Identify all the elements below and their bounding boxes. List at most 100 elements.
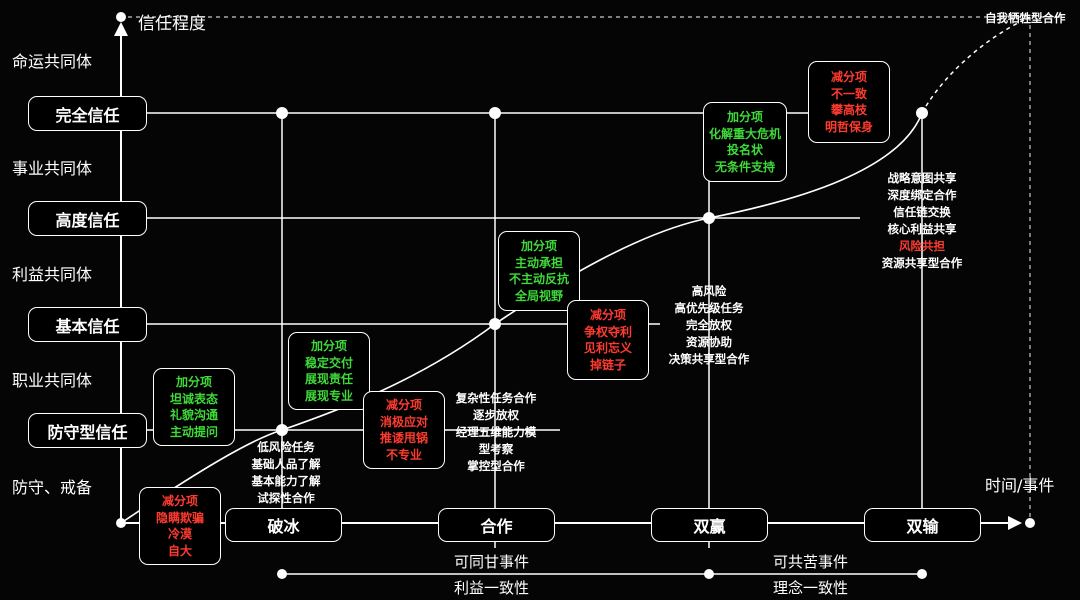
box-line: 化解重大危机	[708, 126, 781, 141]
bottom-label: 可同甘事件	[454, 553, 530, 571]
node	[489, 318, 501, 330]
box-line: 减分项	[589, 308, 626, 322]
community-label: 职业共同体	[12, 371, 93, 390]
desc-line: 决策共享型合作	[668, 352, 750, 366]
box-line: 不一致	[830, 86, 867, 101]
plus-box-delivery: 加分项 稳定交付 展现责任 展现专业	[288, 332, 370, 410]
box-line: 攀高枝	[830, 103, 867, 117]
y-axis-title: 信任程度	[138, 14, 206, 34]
plus-box-crisis: 加分项 化解重大危机 投名状 无条件支持	[703, 102, 787, 182]
desc-line: 核心利益共享	[887, 222, 957, 236]
stage-desc-strategic: 战略意图共享 深度绑定合作 信任链交换 核心利益共享 风险共担 资源共享型合作	[868, 170, 976, 272]
box-line: 冷漠	[167, 527, 192, 541]
stage-desc-cooperate: 复杂性任务合作 逐步放权 经理五维能力模 型考察 掌控型合作	[446, 390, 546, 475]
box-line: 明哲保身	[824, 119, 873, 134]
desc-line: 高优先级任务	[674, 301, 744, 315]
box-line: 减分项	[385, 398, 422, 412]
desc-line: 完全放权	[686, 318, 732, 332]
community-label: 命运共同体	[12, 52, 93, 71]
node	[703, 212, 715, 224]
right-end-node	[1025, 518, 1035, 528]
desc-line: 复杂性任务合作	[455, 391, 537, 405]
community-label: 防守、戒备	[12, 478, 93, 497]
box-line: 减分项	[161, 494, 198, 508]
desc-line: 基础人品了解	[251, 457, 321, 471]
stage-cooperate: 合作	[438, 508, 555, 542]
box-line: 加分项	[310, 339, 347, 353]
trust-level-full: 完全信任	[28, 96, 147, 131]
minus-box-inconsistency: 减分项 不一致 攀高枝 明哲保身	[808, 61, 890, 143]
box-line: 不专业	[385, 447, 422, 462]
box-line: 不主动反抗	[508, 272, 569, 286]
node	[276, 107, 288, 119]
plus-box-icebreak: 加分项 坦诚表态 礼貌沟通 主动提问	[153, 368, 235, 446]
node	[489, 107, 501, 119]
desc-line: 试探性合作	[257, 491, 315, 505]
x-axis-title: 时间/事件	[985, 476, 1055, 495]
node	[276, 424, 288, 436]
desc-line: 资源共享型合作	[881, 256, 963, 270]
stage-desc-winwin: 高风险 高优先级任务 完全放权 资源协助 决策共享型合作	[660, 283, 758, 368]
minus-box-greed: 减分项 争权夺利 见利忘义 掉链子	[567, 300, 649, 380]
desc-line-risk: 风险共担	[899, 239, 945, 253]
stage-loselose: 双输	[864, 508, 981, 542]
desc-line: 低风险任务	[257, 440, 315, 454]
box-line: 无条件支持	[714, 159, 775, 174]
bottom-label: 理念一致性	[773, 579, 849, 597]
community-label: 事业共同体	[12, 159, 93, 178]
desc-line: 掌控型合作	[467, 459, 525, 473]
desc-line: 基本能力了解	[251, 474, 321, 488]
box-line: 礼貌沟通	[169, 408, 218, 422]
y-axis-arrow	[114, 22, 128, 36]
bottom-label: 利益一致性	[454, 579, 530, 597]
bottom-label: 可共苦事件	[773, 553, 849, 571]
box-line: 加分项	[726, 110, 763, 124]
y-axis-top-node	[116, 12, 126, 22]
bottom-node	[917, 569, 927, 579]
box-line: 隐瞒欺骗	[155, 510, 204, 525]
trust-level-defense: 防守型信任	[28, 413, 147, 448]
stage-icebreak: 破冰	[225, 508, 342, 542]
box-line: 主动提问	[169, 424, 218, 439]
box-line: 主动承担	[514, 255, 563, 270]
self-sacrifice-label: 自我牺牲型合作	[985, 11, 1066, 25]
node	[916, 107, 928, 119]
box-line: 减分项	[830, 70, 867, 84]
box-line: 见利忘义	[583, 341, 632, 355]
trust-level-high: 高度信任	[28, 201, 147, 236]
minus-box-passive: 减分项 消极应对 推诿甩锅 不专业	[363, 391, 445, 469]
plus-box-responsibility: 加分项 主动承担 不主动反抗 全局视野	[498, 231, 580, 311]
minus-box-distrust: 减分项 隐瞒欺骗 冷漠 自大	[139, 487, 221, 565]
bottom-node	[277, 569, 287, 579]
community-label: 利益共同体	[12, 265, 93, 284]
box-line: 展现专业	[304, 388, 353, 403]
box-line: 加分项	[520, 239, 557, 253]
stage-desc-icebreak: 低风险任务 基础人品了解 基本能力了解 试探性合作	[240, 439, 332, 507]
desc-line: 经理五维能力模	[455, 425, 537, 439]
stage-winwin: 双赢	[651, 508, 768, 542]
x-axis-arrow	[1008, 516, 1022, 530]
box-line: 全局视野	[514, 288, 563, 303]
desc-line: 高风险	[691, 284, 727, 298]
box-line: 投名状	[726, 143, 763, 157]
box-line: 消极应对	[379, 414, 428, 429]
box-line: 掉链子	[589, 357, 626, 372]
trust-curve-dashed	[921, 16, 1031, 114]
desc-line: 逐步放权	[473, 408, 519, 422]
box-line: 争权夺利	[583, 324, 632, 339]
trust-level-basic: 基本信任	[28, 307, 147, 342]
desc-line: 资源协助	[686, 335, 732, 349]
box-line: 加分项	[175, 375, 212, 389]
bottom-node	[704, 569, 714, 579]
desc-line: 型考察	[478, 442, 514, 456]
box-line: 展现责任	[304, 372, 353, 386]
desc-line: 信任链交换	[893, 205, 951, 219]
trust-curve	[120, 112, 923, 524]
box-line: 稳定交付	[304, 355, 353, 370]
desc-line: 深度绑定合作	[887, 188, 957, 202]
box-line: 自大	[167, 543, 192, 558]
box-line: 坦诚表态	[169, 391, 218, 406]
desc-line: 战略意图共享	[887, 171, 957, 185]
